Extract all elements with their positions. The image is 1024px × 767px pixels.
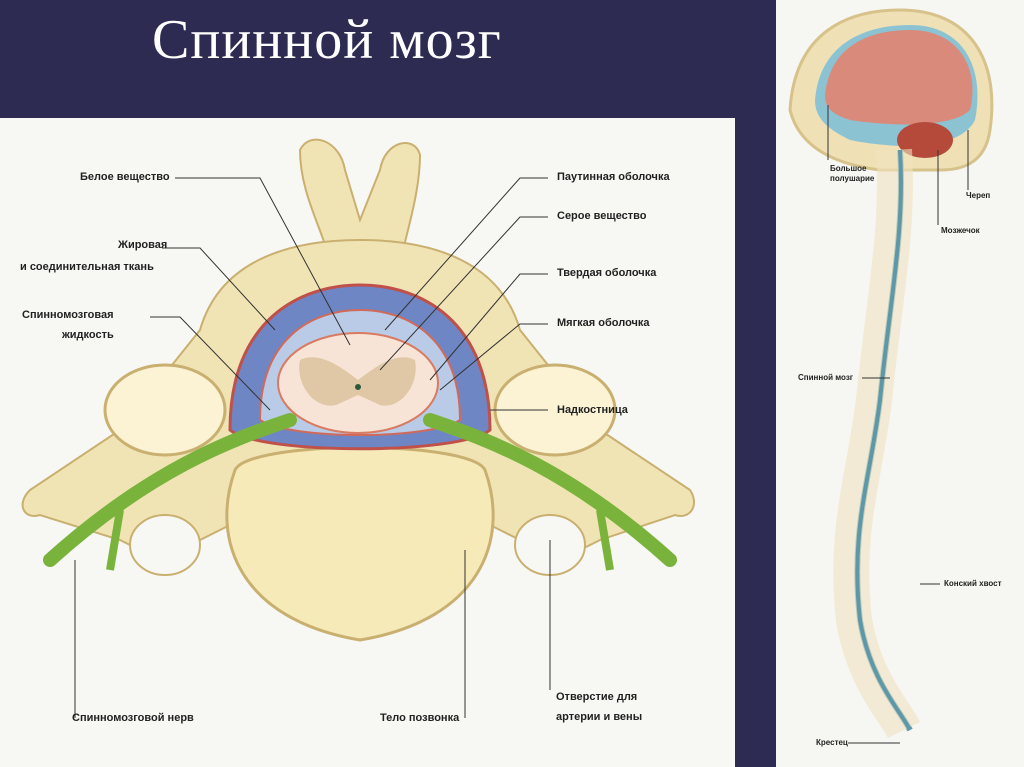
label-spinal-nerve: Спинномозговой нерв — [72, 712, 194, 724]
label-skull: Череп — [966, 191, 991, 200]
label-fat-tissue-1: Жировая — [118, 239, 168, 251]
label-cauda-equina: Конский хвост — [944, 579, 1002, 588]
label-cerebellum: Мозжечок — [941, 226, 980, 235]
spine-panel: Большое полушарие Череп Мозжечок Спинной… — [776, 0, 1024, 767]
cross-section-panel: Белое вещество Жировая и соединительная … — [0, 118, 735, 767]
spine-side-view-illustration — [788, 8, 994, 744]
label-csf-2: жидкость — [62, 329, 114, 341]
label-arachnoid: Паутинная оболочка — [557, 171, 670, 183]
label-csf-1: Спинномозговая — [22, 309, 114, 321]
label-periosteum: Надкостница — [557, 404, 628, 416]
label-vertebral-body: Тело позвонка — [380, 712, 460, 724]
label-fat-tissue-2: и соединительная ткань — [20, 261, 154, 273]
label-foramen-2: артерии и вены — [556, 711, 643, 723]
label-white-matter: Белое вещество — [80, 171, 170, 183]
vertebra-cross-section-illustration — [21, 138, 695, 718]
label-sacrum: Крестец — [816, 738, 848, 747]
label-pia: Мягкая оболочка — [557, 317, 650, 329]
label-gray-matter: Серое вещество — [557, 210, 647, 222]
label-spinal-cord: Спинной мозг — [798, 373, 854, 382]
label-hemisphere-2: полушарие — [830, 174, 875, 183]
slide-title: Спинной мозг — [152, 9, 502, 71]
label-hemisphere-1: Большое — [830, 164, 867, 173]
label-dura: Твердая оболочка — [557, 267, 657, 279]
label-foramen-1: Отверстие для — [556, 691, 638, 703]
